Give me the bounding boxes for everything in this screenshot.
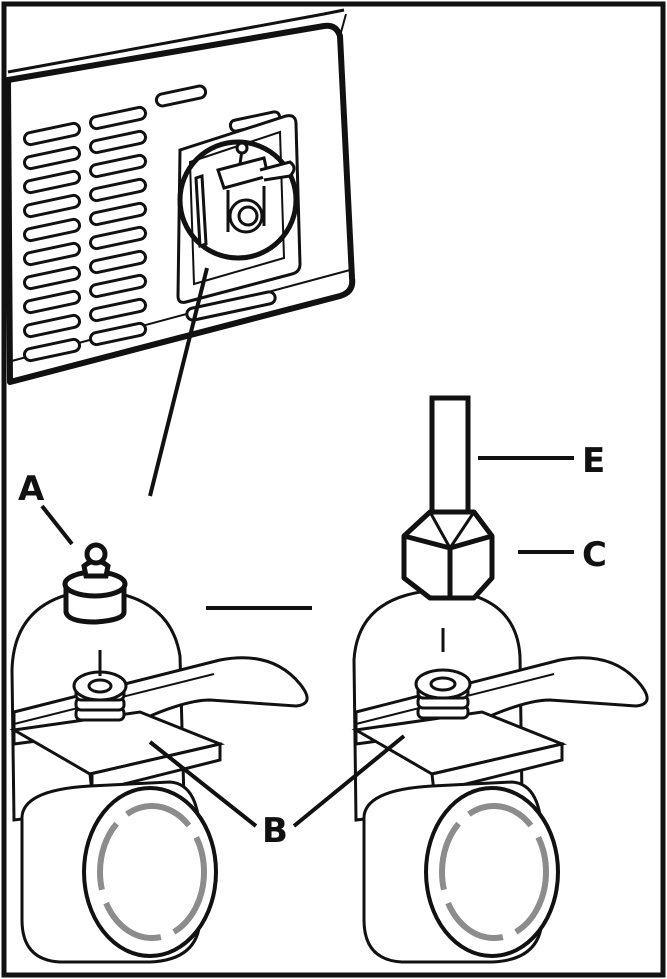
callout-a: A (18, 469, 45, 509)
left-valve-assembly: A (9, 469, 312, 964)
callout-a-leader (40, 504, 74, 546)
callout-c: C (582, 535, 607, 575)
appliance-panel (5, 8, 356, 385)
callout-e: E (582, 441, 605, 481)
cap-a (62, 542, 128, 625)
panel-valve-miniature (194, 141, 296, 249)
right-valve-wheel (362, 780, 560, 964)
left-valve-wheel (20, 780, 218, 964)
zoom-leader-line (148, 267, 209, 497)
callout-b-leader-right (292, 734, 406, 828)
callout-b: B (262, 811, 288, 851)
callout-b-leader-left (148, 740, 258, 828)
zoom-circle (177, 139, 299, 261)
vent-slots (22, 84, 282, 363)
hex-nut-c (401, 509, 495, 601)
right-valve-assembly: E C (351, 395, 649, 964)
